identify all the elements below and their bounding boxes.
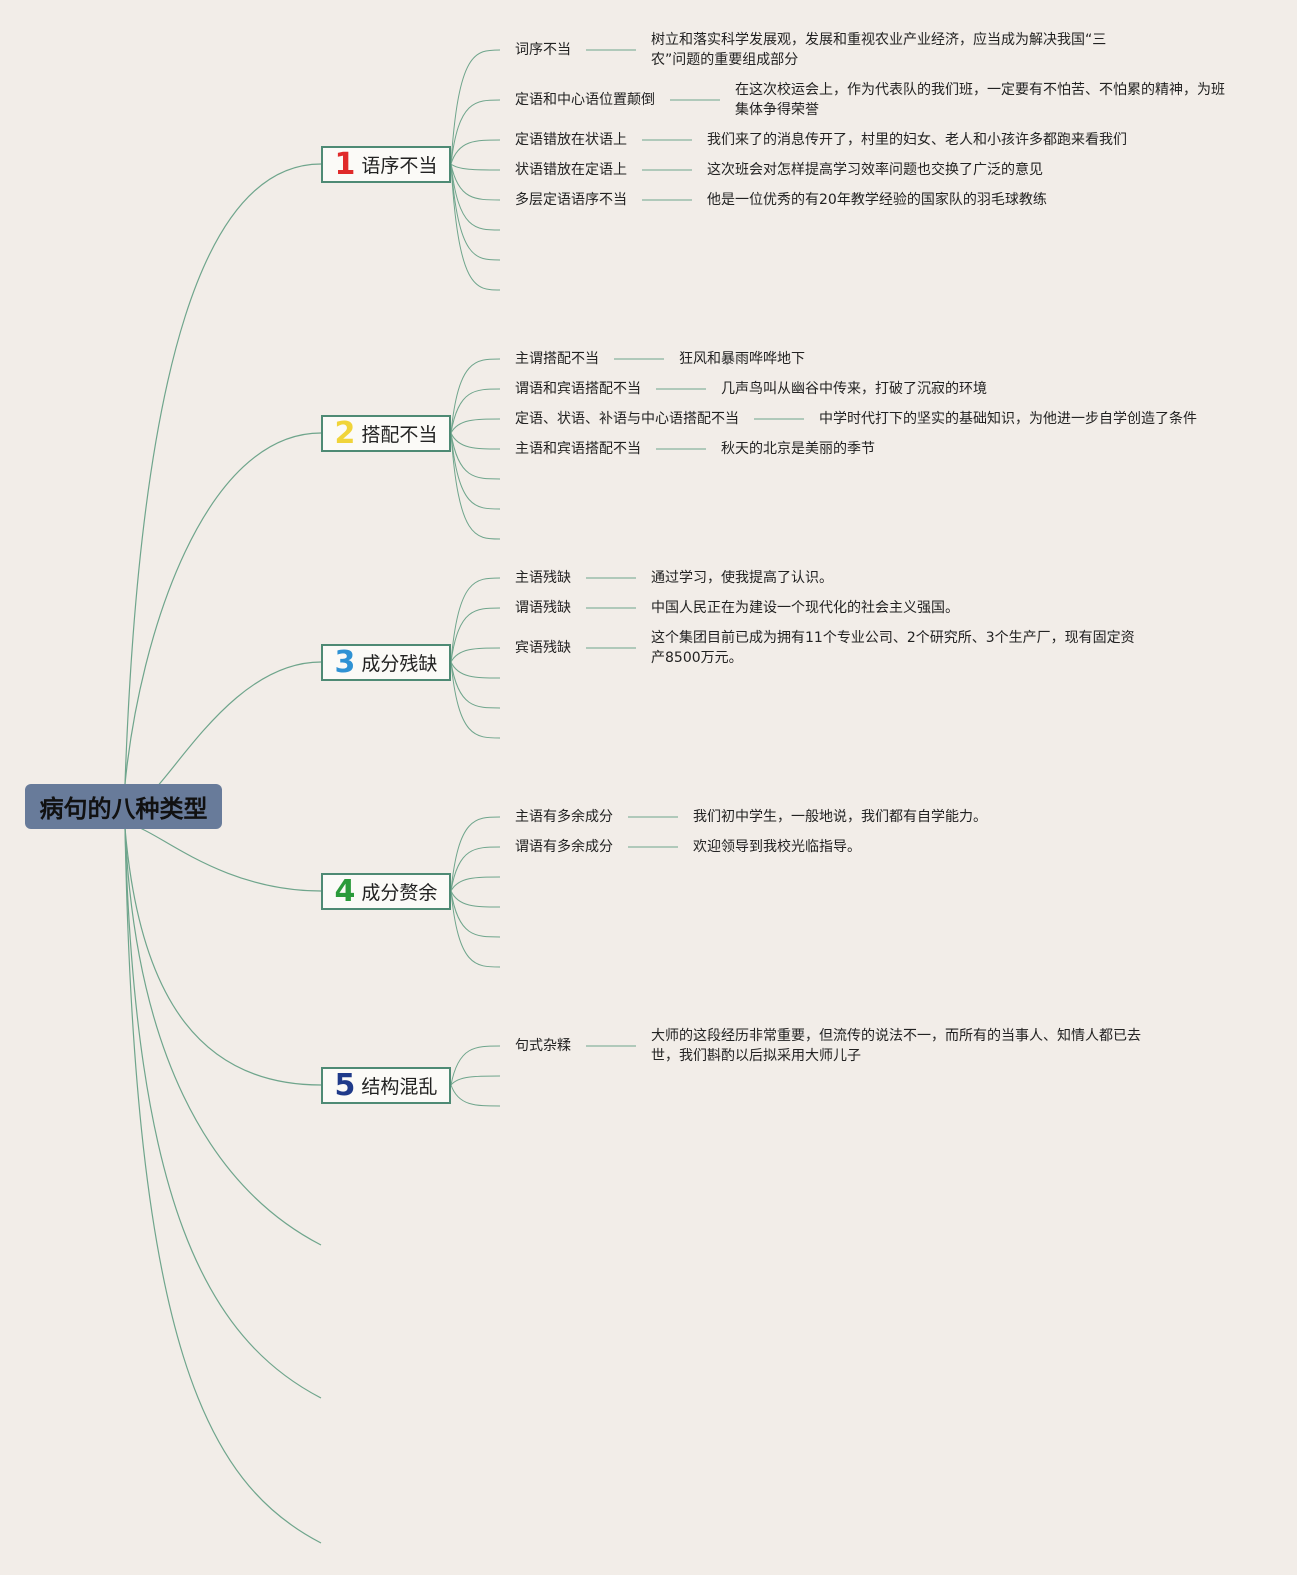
topic-number-2: 2	[334, 415, 356, 451]
subtopic-line-4-6	[450, 890, 501, 968]
branch-line-2	[124, 432, 322, 785]
subtopic-4-1[interactable]: 主语有多余成分	[515, 809, 613, 825]
example-4-1: 我们初中学生，一般地说，我们都有自学能力。	[693, 809, 987, 825]
topic-number-5: 5	[334, 1067, 356, 1103]
subtopic-line-4-2	[450, 846, 501, 892]
branch-line-5	[124, 827, 322, 1086]
subtopic-line-1-6	[450, 163, 501, 231]
subtopic-line-4-3	[450, 876, 501, 892]
subtopic-line-2-3	[450, 418, 501, 434]
subtopic-line-4-5	[450, 890, 501, 938]
subtopic-line-2-7	[450, 432, 501, 540]
example-1-1: 树立和落实科学发展观，发展和重视农业产业经济，应当成为解决我国“三农”问题的重要…	[651, 32, 1107, 68]
example-1-5: 他是一位优秀的有20年教学经验的国家队的羽毛球教练	[707, 192, 1047, 208]
example-2-4: 秋天的北京是美丽的季节	[721, 441, 875, 457]
example-1-4: 这次班会对怎样提高学习效率问题也交换了广泛的意见	[707, 162, 1043, 178]
subtopic-line-1-7	[450, 163, 501, 261]
subtopic-3-3[interactable]: 宾语残缺	[515, 640, 571, 656]
subtopic-line-1-8	[450, 163, 501, 291]
subtopic-2-4[interactable]: 主语和宾语搭配不当	[515, 441, 641, 457]
subtopic-line-5-2	[450, 1075, 501, 1086]
subtopic-line-2-2	[450, 388, 501, 434]
example-5-1: 大师的这段经历非常重要，但流传的说法不一，而所有的当事人、知情人都已去世，我们斟…	[651, 1028, 1141, 1064]
subtopic-line-2-6	[450, 432, 501, 510]
subtopic-line-5-3	[450, 1084, 501, 1107]
example-2-2: 几声鸟叫从幽谷中传来，打破了沉寂的环境	[721, 381, 987, 397]
subtopic-line-2-4	[450, 432, 501, 450]
example-4-2: 欢迎领导到我校光临指导。	[693, 839, 861, 855]
root-topic[interactable]: 病句的八种类型	[25, 784, 222, 829]
subtopic-line-4-4	[450, 890, 501, 908]
subtopic-line-3-1	[450, 577, 501, 663]
topic-number-3: 3	[334, 644, 356, 680]
branch-line-3	[124, 661, 322, 803]
topic-number-1: 1	[334, 146, 356, 182]
subtopic-1-5[interactable]: 多层定语语序不当	[515, 192, 627, 208]
subtopic-2-2[interactable]: 谓语和宾语搭配不当	[515, 381, 641, 397]
branch-line-1	[124, 163, 322, 785]
example-2-1: 狂风和暴雨哗哗地下	[679, 351, 805, 367]
subtopic-1-2[interactable]: 定语和中心语位置颠倒	[515, 92, 655, 108]
example-3-2: 中国人民正在为建设一个现代化的社会主义强国。	[651, 600, 959, 616]
subtopic-line-3-6	[450, 661, 501, 739]
subtopic-line-1-2	[450, 99, 501, 165]
subtopic-2-3[interactable]: 定语、状语、补语与中心语搭配不当	[515, 411, 739, 427]
example-1-2: 在这次校运会上，作为代表队的我们班，一定要有不怕苦、不怕累的精神，为班集体争得荣…	[735, 82, 1225, 118]
root-topic-label: 病句的八种类型	[39, 795, 208, 823]
topic-label-2: 搭配不当	[361, 424, 438, 446]
subtopic-line-1-3	[450, 139, 501, 165]
subtopic-line-3-3	[450, 647, 501, 663]
example-3-3: 这个集团目前已成为拥有11个专业公司、2个研究所、3个生产厂，现有固定资产850…	[651, 630, 1135, 666]
subtopic-line-2-1	[450, 358, 501, 434]
subtopic-line-4-1	[450, 816, 501, 892]
topic-number-4: 4	[334, 873, 356, 909]
subtopic-2-1[interactable]: 主谓搭配不当	[515, 351, 599, 367]
subtopic-line-3-2	[450, 607, 501, 663]
empty-branch-line-2	[124, 827, 322, 1399]
subtopic-3-1[interactable]: 主语残缺	[515, 570, 571, 586]
subtopic-line-3-5	[450, 661, 501, 709]
branch-line-4	[124, 825, 322, 892]
subtopic-line-1-4	[450, 163, 501, 171]
example-2-3: 中学时代打下的坚实的基础知识，为他进一步自学创造了条件	[819, 411, 1197, 427]
subtopic-1-1[interactable]: 词序不当	[515, 42, 571, 58]
subtopic-5-1[interactable]: 句式杂糅	[515, 1038, 571, 1054]
topic-label-4: 成分赘余	[361, 882, 438, 904]
empty-branch-line-1	[124, 827, 322, 1246]
subtopic-4-2[interactable]: 谓语有多余成分	[515, 839, 613, 855]
topic-label-5: 结构混乱	[361, 1076, 438, 1098]
subtopic-line-3-4	[450, 661, 501, 679]
subtopic-1-4[interactable]: 状语错放在定语上	[515, 162, 627, 178]
example-3-1: 通过学习，使我提高了认识。	[651, 570, 833, 586]
subtopic-line-1-5	[450, 163, 501, 201]
subtopic-line-2-5	[450, 432, 501, 480]
subtopic-3-2[interactable]: 谓语残缺	[515, 600, 571, 616]
example-1-3: 我们来了的消息传开了，村里的妇女、老人和小孩许多都跑来看我们	[707, 132, 1127, 148]
subtopic-line-5-1	[450, 1045, 501, 1086]
topic-label-1: 语序不当	[361, 155, 438, 177]
empty-branch-line-3	[124, 827, 322, 1544]
topic-label-3: 成分残缺	[361, 653, 438, 675]
subtopic-1-3[interactable]: 定语错放在状语上	[515, 132, 627, 148]
subtopic-line-1-1	[450, 49, 501, 165]
